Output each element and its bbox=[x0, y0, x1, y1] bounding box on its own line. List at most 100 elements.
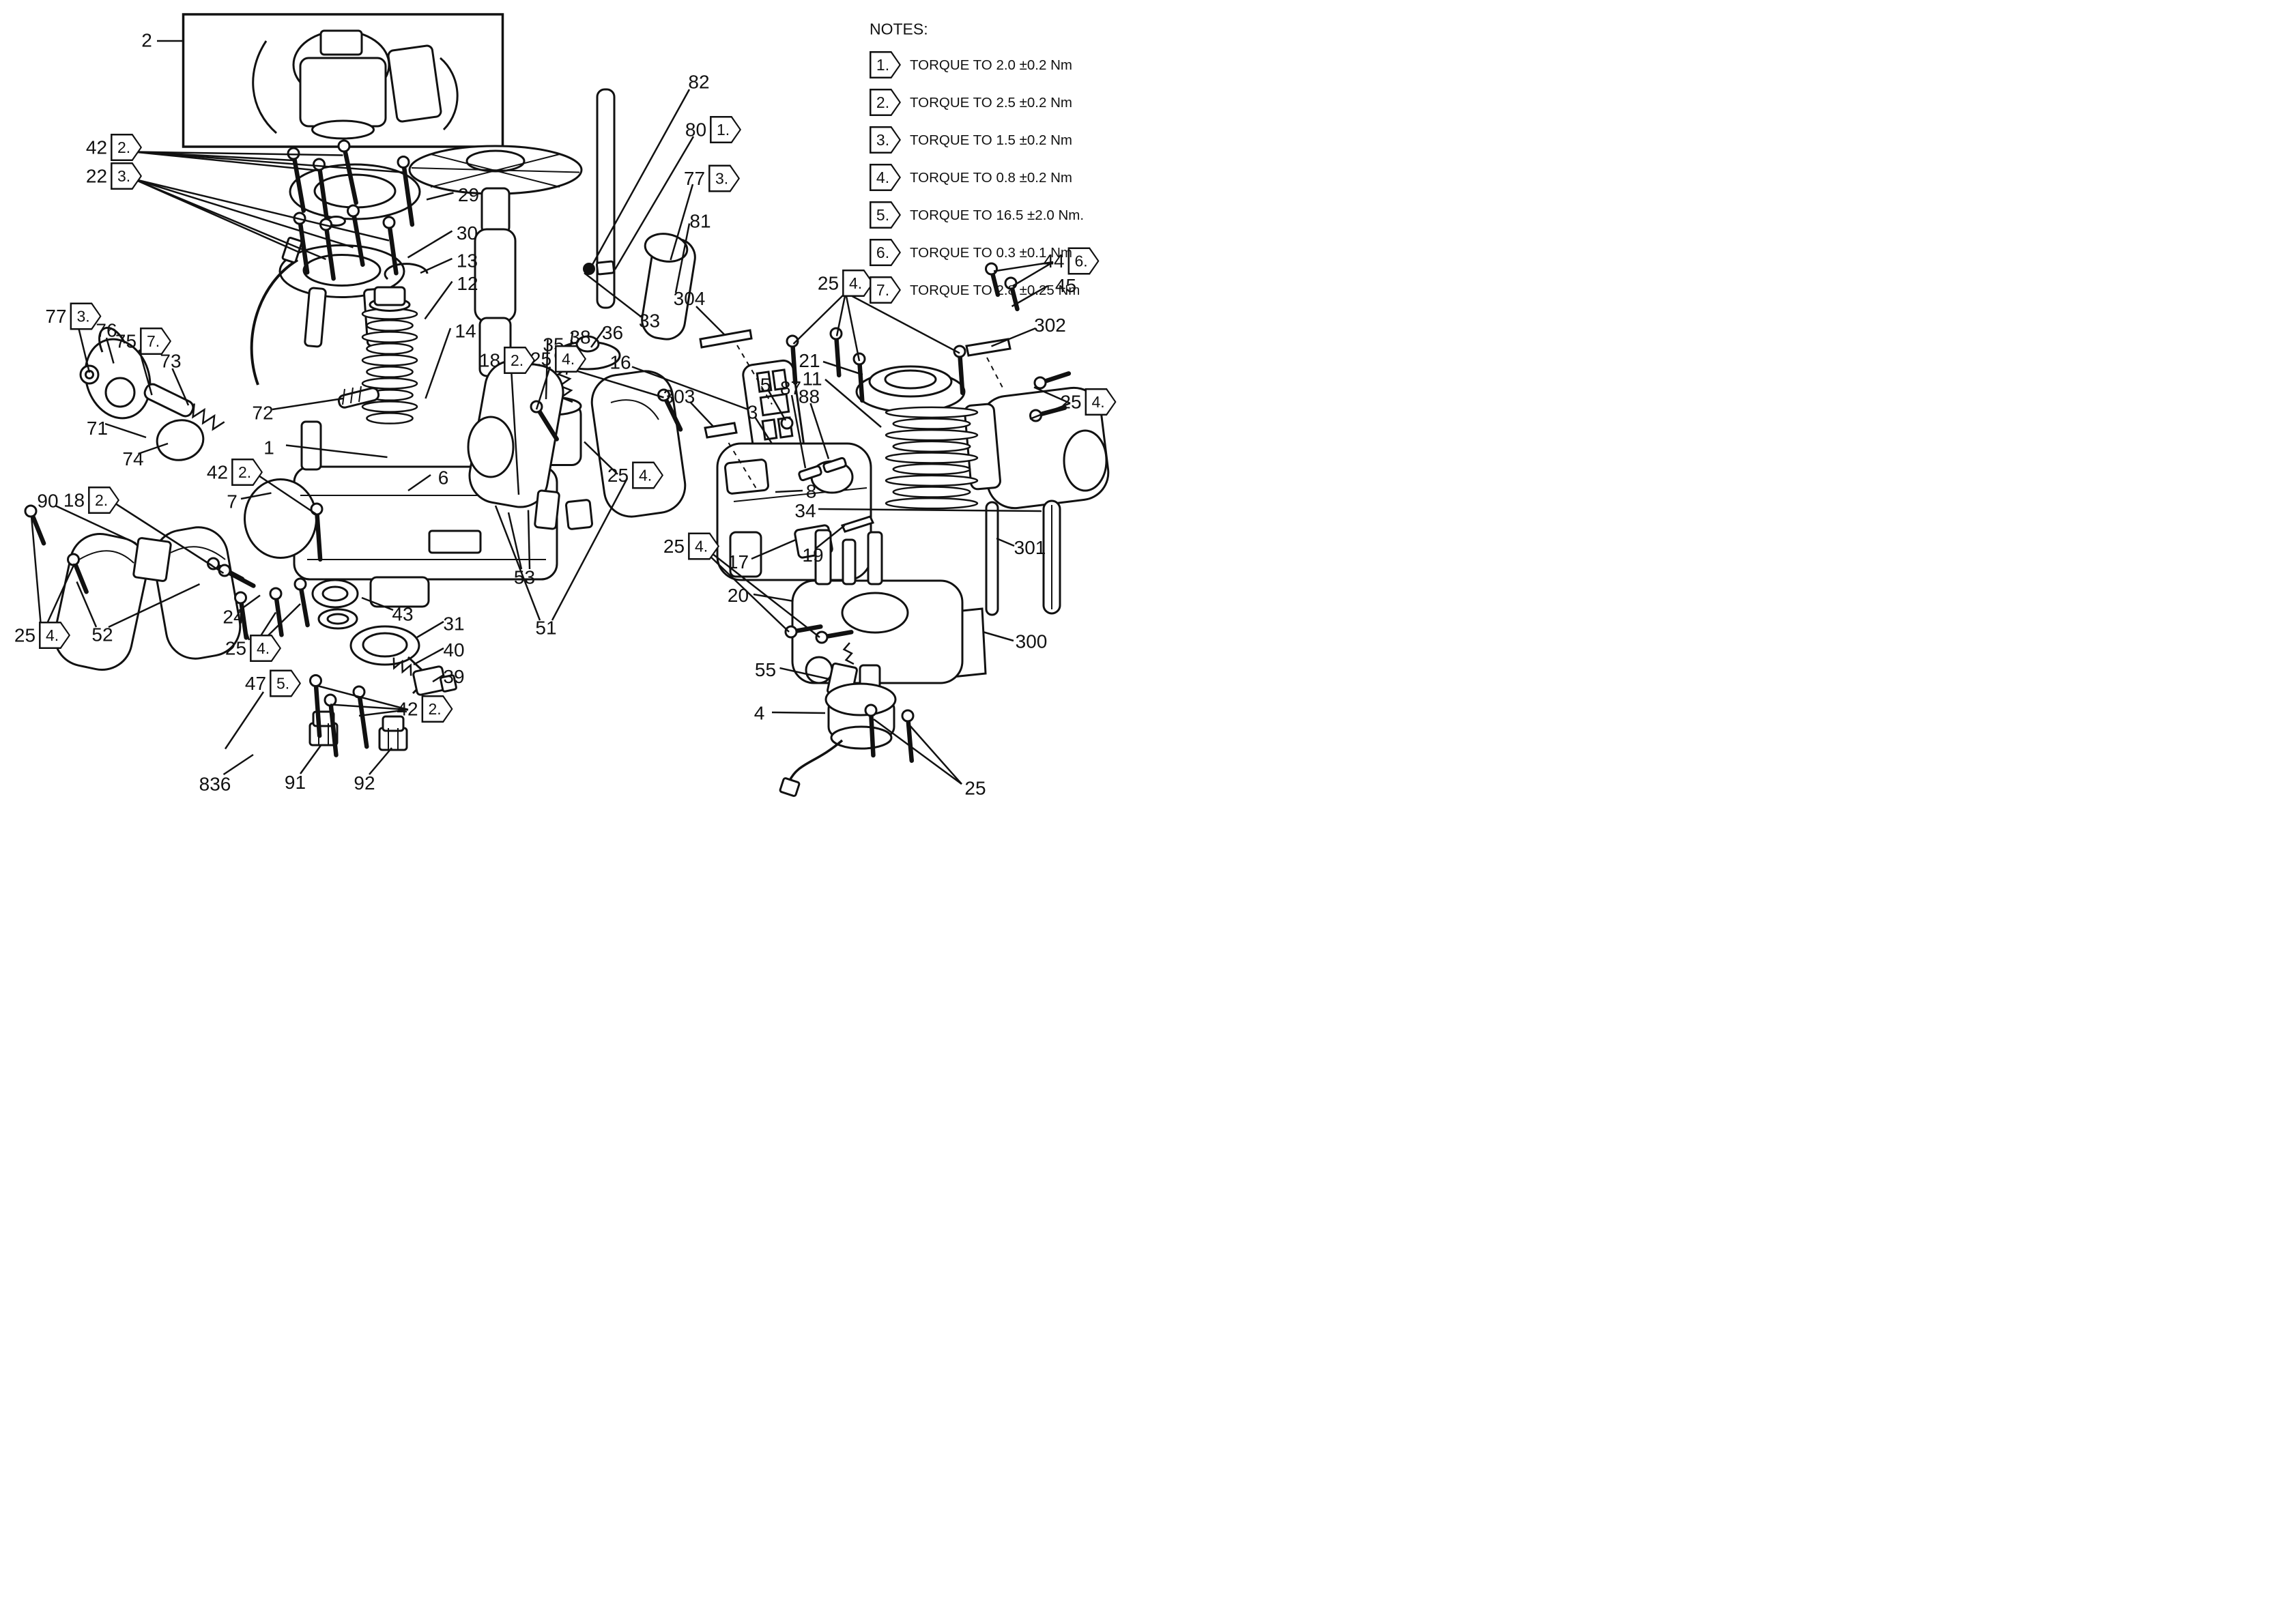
leader-line bbox=[330, 704, 409, 711]
callout-82: 82 bbox=[688, 72, 709, 91]
part-number-label: 92 bbox=[354, 772, 375, 794]
part-number-label: 44 bbox=[1043, 250, 1065, 272]
screw-glyph bbox=[287, 147, 306, 213]
callout-21: 21 bbox=[799, 351, 820, 371]
part-shape bbox=[474, 228, 517, 323]
screw-glyph bbox=[786, 334, 799, 386]
screw-glyph bbox=[829, 327, 843, 378]
part-number-label: 16 bbox=[609, 351, 631, 373]
torque-note-badge: 1. bbox=[870, 51, 901, 78]
leader-line bbox=[223, 753, 254, 776]
part-number-label: 88 bbox=[798, 386, 820, 407]
leader-line bbox=[535, 366, 551, 410]
torque-note-badge: 4. bbox=[632, 461, 664, 489]
part-number-label: 22 bbox=[85, 165, 108, 187]
part-number-label: 25 bbox=[663, 535, 685, 557]
callout-4: 4 bbox=[754, 704, 765, 723]
leader-line bbox=[822, 360, 863, 376]
callout-90: 90 bbox=[37, 491, 58, 510]
notes-title: NOTES: bbox=[870, 20, 928, 38]
part-shape bbox=[299, 57, 387, 128]
callout-1: 1 bbox=[263, 438, 274, 457]
callout-836: 836 bbox=[199, 774, 231, 794]
part-number-label: 33 bbox=[638, 310, 661, 332]
leader-line bbox=[1029, 402, 1071, 420]
leader-line bbox=[792, 292, 846, 345]
leader-line bbox=[138, 349, 153, 396]
leader-line bbox=[590, 328, 606, 348]
part-shape bbox=[302, 254, 382, 287]
part-shape bbox=[798, 465, 822, 482]
screw-glyph bbox=[657, 388, 683, 432]
leader-line bbox=[674, 223, 691, 293]
callout-304: 304 bbox=[674, 289, 706, 308]
leader-line bbox=[706, 553, 790, 633]
part-number-label: 25 bbox=[14, 624, 36, 646]
leader-line bbox=[263, 603, 301, 641]
torque-note-badge-number: 2. bbox=[233, 460, 261, 484]
part-shape bbox=[842, 538, 857, 585]
part-shape bbox=[780, 416, 794, 430]
torque-note-badge: 2. bbox=[111, 134, 143, 161]
callout-29: 29 bbox=[458, 185, 479, 205]
callout-71: 71 bbox=[87, 418, 108, 438]
leader-line bbox=[584, 441, 618, 475]
torque-note-badge-number: 5. bbox=[271, 671, 300, 695]
part-shape bbox=[814, 529, 832, 585]
leader-line bbox=[562, 366, 664, 398]
screw-glyph bbox=[337, 139, 358, 205]
note-text: TORQUE TO 1.5 ±0.2 Nm bbox=[910, 132, 1072, 148]
part-number-label: 25 bbox=[225, 637, 247, 659]
part-number-label: 77 bbox=[45, 305, 67, 327]
screw-glyph bbox=[269, 587, 284, 637]
callout-34: 34 bbox=[794, 501, 816, 521]
leader-line bbox=[108, 583, 201, 628]
torque-note-badge-number: 4. bbox=[871, 165, 900, 190]
leader-line bbox=[76, 581, 98, 628]
part-shape bbox=[840, 515, 875, 533]
part-shape bbox=[830, 725, 893, 750]
callout-24: 24 bbox=[223, 607, 244, 626]
callout-91: 91 bbox=[285, 772, 306, 792]
part-number-label: 304 bbox=[673, 287, 706, 309]
part-number-label: 303 bbox=[663, 386, 695, 407]
part-number-label: 3 bbox=[747, 401, 758, 423]
part-number-label: 55 bbox=[754, 658, 777, 680]
callout-53: 53 bbox=[514, 568, 535, 587]
callout-3: 3 bbox=[747, 403, 758, 422]
part-number-label: 42 bbox=[85, 136, 108, 158]
part-number-label: 20 bbox=[727, 584, 749, 606]
part-shape bbox=[428, 530, 482, 554]
part-number-label: 77 bbox=[683, 167, 706, 189]
note-item: 6.TORQUE TO 0.3 ±0.1 Nm bbox=[870, 239, 1143, 266]
part-shape bbox=[440, 57, 459, 131]
part-number-label: 36 bbox=[601, 321, 624, 343]
screw-glyph bbox=[864, 704, 878, 758]
note-text: TORQUE TO 0.8 ±0.2 Nm bbox=[910, 169, 1072, 186]
leader-line bbox=[771, 711, 826, 714]
part-shape bbox=[704, 422, 738, 439]
part-shape bbox=[610, 399, 659, 420]
screw-glyph bbox=[397, 156, 415, 227]
leader-line bbox=[133, 178, 326, 261]
part-shape bbox=[985, 501, 999, 616]
leader-line bbox=[361, 596, 394, 611]
exploded-view-artwork bbox=[24, 13, 1110, 797]
part-number-label: 39 bbox=[443, 665, 465, 687]
callout-76: 76 bbox=[96, 321, 117, 340]
leader-line bbox=[1012, 261, 1054, 287]
leader-line bbox=[982, 630, 1014, 642]
part-number-label: 87 bbox=[779, 377, 802, 398]
note-item: 2.TORQUE TO 2.5 ±0.2 Nm bbox=[870, 89, 1143, 116]
part-number-label: 42 bbox=[206, 461, 229, 483]
torque-note-badge-number: 2. bbox=[871, 90, 900, 115]
leader-line bbox=[991, 327, 1036, 347]
leader-line bbox=[299, 744, 322, 774]
callout-301: 301 bbox=[1014, 538, 1046, 557]
part-shape bbox=[362, 632, 408, 658]
